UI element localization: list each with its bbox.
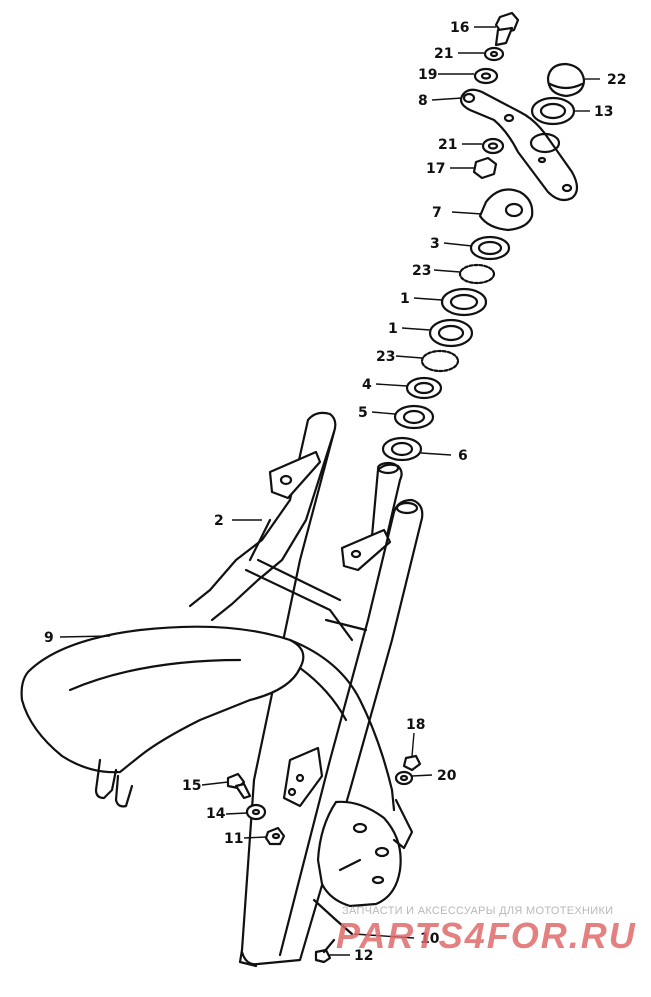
part-19-washer	[473, 67, 499, 85]
part-7-cover	[478, 188, 534, 232]
label-8: 8	[418, 93, 428, 109]
part-3-race	[469, 235, 511, 261]
part-6-washer	[381, 436, 423, 462]
part-number-labels: 16 21 19 8 22 13 21 17 7 3 23 1 1 23 4 5…	[44, 20, 626, 964]
part-10-lower-guard	[312, 798, 414, 936]
label-6: 6	[458, 448, 468, 464]
part-21-washer-lower	[481, 137, 505, 155]
part-9-front-fender	[20, 625, 396, 812]
part-14-washer	[245, 803, 267, 821]
part-1-race-lower	[428, 318, 474, 348]
label-18: 18	[406, 717, 425, 733]
label-21-lower: 21	[438, 137, 457, 153]
watermark: ЗАПЧАСТИ И АКСЕССУАРЫ ДЛЯ МОТОТЕХНИКИ PA…	[336, 905, 637, 956]
label-10: 10	[420, 931, 440, 947]
watermark-tagline: ЗАПЧАСТИ И АКСЕССУАРЫ ДЛЯ МОТОТЕХНИКИ	[342, 905, 613, 917]
label-1-upper: 1	[400, 291, 410, 307]
part-11-nut	[264, 826, 286, 846]
label-4: 4	[362, 377, 372, 393]
part-1-race-upper	[440, 287, 488, 317]
label-17: 17	[426, 161, 445, 177]
label-16: 16	[450, 20, 469, 36]
part-12-screw	[314, 938, 336, 964]
label-23-upper: 23	[412, 263, 431, 279]
part-18-bolt	[402, 754, 422, 772]
label-13: 13	[594, 104, 613, 120]
label-15: 15	[182, 778, 201, 794]
part-23-ball-bearings-lower	[420, 349, 460, 373]
part-20-washer	[394, 770, 414, 786]
watermark-logo: PARTS4FOR.RU	[336, 915, 637, 956]
label-2: 2	[214, 513, 224, 529]
part-22-cap	[546, 62, 586, 98]
leader-lines	[59, 26, 600, 956]
part-2-front-fork	[188, 411, 424, 968]
label-23-lower: 23	[376, 349, 395, 365]
part-8-bracket	[459, 88, 579, 202]
part-23-ball-bearings-upper	[458, 263, 496, 285]
part-5-seal	[393, 404, 435, 430]
label-19: 19	[418, 67, 437, 83]
label-1-lower: 1	[388, 321, 398, 337]
part-16-bolt	[494, 11, 520, 47]
part-4-race	[405, 376, 443, 400]
label-20: 20	[437, 768, 457, 784]
label-9: 9	[44, 630, 54, 646]
label-7: 7	[432, 205, 442, 221]
label-14: 14	[206, 806, 226, 822]
label-22: 22	[607, 72, 626, 88]
part-17-nut	[472, 156, 498, 180]
label-21-top: 21	[434, 46, 453, 62]
label-12: 12	[354, 948, 373, 964]
label-5: 5	[358, 405, 368, 421]
label-11: 11	[224, 831, 243, 847]
part-15-bolt	[226, 772, 252, 800]
part-13-ring	[530, 96, 576, 126]
part-21-washer-top	[483, 46, 505, 62]
label-3: 3	[430, 236, 440, 252]
